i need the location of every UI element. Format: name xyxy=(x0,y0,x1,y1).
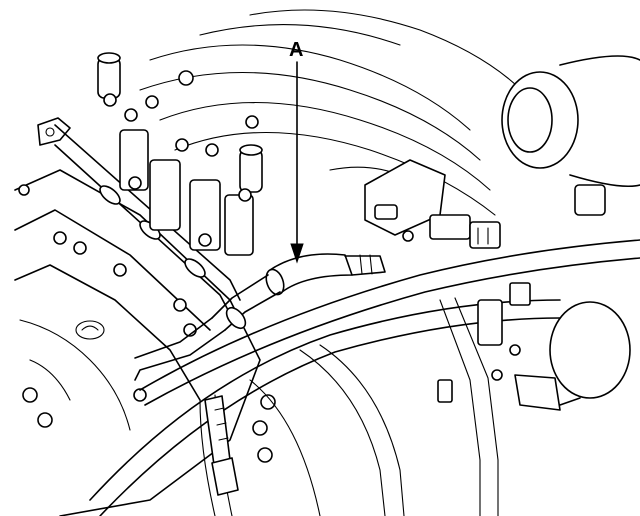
fuel-injectors xyxy=(97,52,263,256)
callout-a-label: A xyxy=(289,39,303,61)
fuel-rail xyxy=(37,117,241,311)
callout-a-arrowhead xyxy=(290,243,304,264)
air-intake-ring xyxy=(501,55,640,411)
electrical-connectors xyxy=(364,159,531,403)
callout-a: A xyxy=(289,39,304,264)
intake-manifold-contours xyxy=(139,9,541,216)
valve-cover xyxy=(14,169,261,516)
vacuum-hose-assembly xyxy=(134,253,386,381)
manifold-bolts xyxy=(18,70,521,463)
spark-plug-boot xyxy=(204,395,239,496)
